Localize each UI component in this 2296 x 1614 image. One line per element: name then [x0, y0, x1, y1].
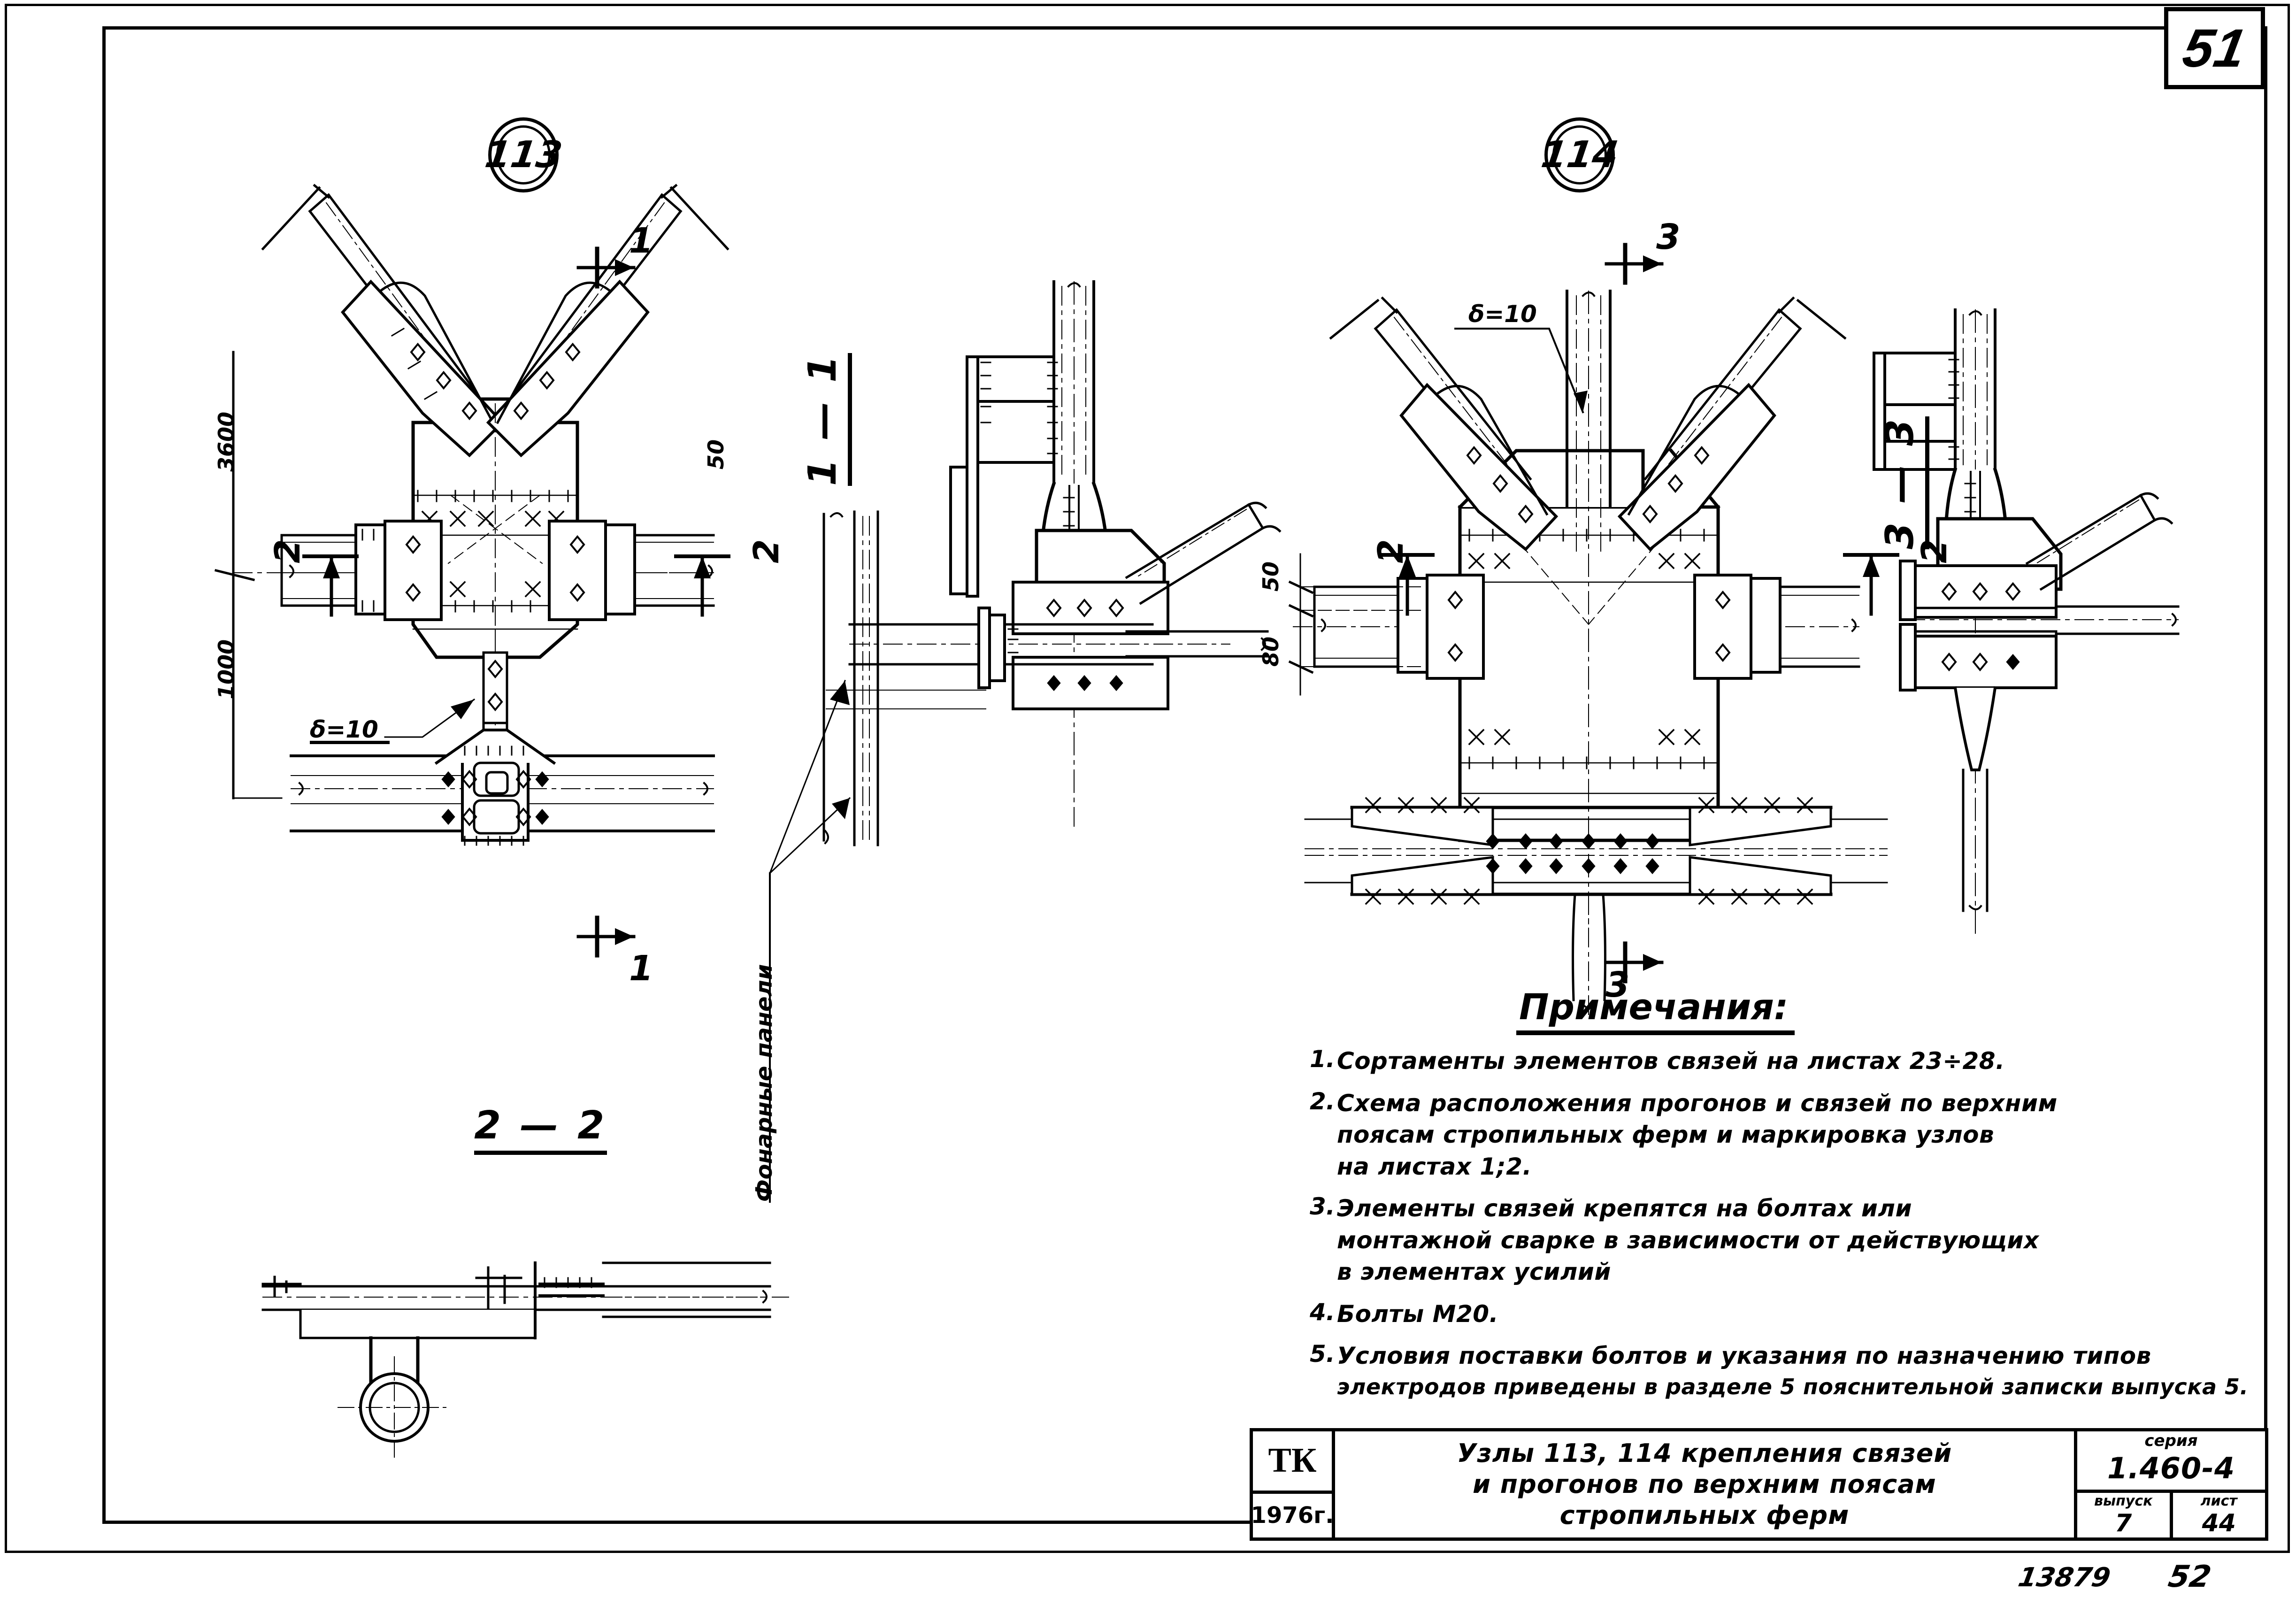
- org-code: ТК: [1253, 1431, 1332, 1494]
- node-113-drawing: [214, 184, 729, 846]
- dimension-1000: 1000: [214, 639, 239, 699]
- sheet-label: лист: [2200, 1493, 2237, 1509]
- note-line: Условия поставки болтов и указания по на…: [1337, 1342, 2151, 1369]
- dimension-50: 50: [1258, 561, 1283, 592]
- bubble-inner-ring: [1552, 125, 1607, 184]
- thickness-label-114: δ=10: [1468, 300, 1537, 328]
- note-line: поясам стропильных ферм и маркировка узл…: [1337, 1121, 1995, 1148]
- note-text: Сортаменты элементов связей на листах 23…: [1337, 1045, 2005, 1077]
- title-block-right-column: серия 1.460-4 выпуск 7 лист 44: [2077, 1431, 2265, 1537]
- note-line: в элементах усилий: [1337, 1258, 1611, 1285]
- note-text: Болты М20.: [1337, 1299, 1498, 1330]
- note-number: 1.: [1310, 1045, 1335, 1073]
- notes-block: Примечания: 1. Сортаменты элементов связ…: [1310, 986, 2258, 1401]
- bubble-inner-ring: [496, 125, 551, 184]
- note-line: Элементы связей крепятся на болтах или: [1337, 1195, 1912, 1222]
- note-line: Схема расположения прогонов и связей по …: [1337, 1089, 2058, 1117]
- note-line: на листах 1;2.: [1337, 1153, 1532, 1180]
- section-label-1-1: 1 — 1: [800, 353, 852, 486]
- node-bubble-113: 113: [482, 117, 565, 192]
- issue-label: выпуск: [2094, 1493, 2153, 1509]
- bottom-right-number: 52: [2165, 1560, 2214, 1594]
- bottom-left-number: 13879: [2016, 1562, 2113, 1593]
- series-label: серия: [2144, 1431, 2198, 1450]
- series-cell: серия 1.460-4: [2077, 1431, 2265, 1493]
- drawing-title-line: Узлы 113, 114 крепления связей: [1457, 1438, 1952, 1468]
- section-mark-2-right-114: 2: [1914, 539, 1955, 564]
- note-line: Болты М20.: [1337, 1300, 1499, 1328]
- section-mark-1-bottom: 1: [629, 948, 653, 989]
- sheet-cell: лист 44: [2173, 1493, 2265, 1537]
- year: 1976г.: [1251, 1502, 1334, 1529]
- section-mark-3-top: 3: [1656, 217, 1681, 257]
- note-number: 4.: [1310, 1298, 1335, 1326]
- dimension-80: 80: [1258, 636, 1283, 667]
- drawing-title-line: и прогонов по верхним поясам: [1473, 1469, 1936, 1499]
- section-1-1-drawing: [768, 280, 1282, 1203]
- section-arrows: [302, 243, 1899, 984]
- sheet-value: 44: [2202, 1509, 2236, 1537]
- note-text: Условия поставки болтов и указания по на…: [1337, 1340, 2249, 1401]
- note-item: 2. Схема расположения прогонов и связей …: [1310, 1088, 2258, 1183]
- node-114-drawing: [1288, 290, 1888, 1019]
- note-text: Схема расположения прогонов и связей по …: [1337, 1088, 2058, 1183]
- dimension-50-right: 50: [703, 439, 729, 469]
- note-text: Элементы связей крепятся на болтах или м…: [1337, 1193, 2039, 1288]
- note-item: 4. Болты М20.: [1310, 1299, 2258, 1330]
- note-number: 3.: [1310, 1193, 1335, 1220]
- section-mark-2-left-114: 2: [1371, 539, 1411, 564]
- issue-sheet-row: выпуск 7 лист 44: [2077, 1493, 2265, 1537]
- sheet-frame-inner: [102, 26, 2267, 1524]
- note-line: электродов приведены в разделе 5 пояснит…: [1337, 1374, 2249, 1399]
- note-line: Сортаменты элементов связей на листах 23…: [1337, 1047, 2005, 1075]
- issue-cell: выпуск 7: [2077, 1493, 2173, 1537]
- page-number-box: 51: [2164, 7, 2265, 89]
- note-item: 1. Сортаменты элементов связей на листах…: [1310, 1045, 2258, 1077]
- note-line: монтажной сварке в зависимости от действ…: [1337, 1226, 2039, 1254]
- dimension-3600: 3600: [214, 411, 239, 472]
- section-mark-3-bottom: 3: [1605, 965, 1630, 1005]
- node-bubble-114: 114: [1538, 117, 1621, 192]
- section-2-2-drawing: [261, 1261, 789, 1458]
- note-number: 5.: [1310, 1340, 1335, 1368]
- note-number: 2.: [1310, 1087, 1335, 1115]
- section-mark-2-left-113: 2: [268, 539, 308, 564]
- notes-title: Примечания:: [1516, 986, 1795, 1035]
- note-item: 5. Условия поставки болтов и указания по…: [1310, 1340, 2258, 1401]
- series-value: 1.460-4: [2107, 1451, 2235, 1485]
- thickness-leader-underline-113: [310, 741, 390, 744]
- note-item: 3. Элементы связей крепятся на болтах ил…: [1310, 1193, 2258, 1288]
- section-mark-2-right-113: 2: [746, 539, 787, 564]
- section-3-3-drawing: [1873, 308, 2180, 939]
- lantern-panels-label: Фонарные панели: [751, 964, 777, 1202]
- title-block-org-column: ТК 1976г.: [1251, 1431, 1335, 1537]
- sheet-frame-outer: [5, 4, 2290, 1553]
- thickness-label-113: δ=10: [310, 716, 378, 743]
- section-label-3-3: 3 — 3: [1878, 416, 1929, 549]
- issue-value: 7: [2115, 1509, 2132, 1537]
- section-mark-1-top: 1: [629, 221, 653, 261]
- title-block: ТК 1976г. Узлы 113, 114 крепления связей…: [1250, 1428, 2268, 1541]
- section-label-2-2: 2 — 2: [474, 1103, 607, 1155]
- drawing-title: Узлы 113, 114 крепления связей и прогоно…: [1335, 1431, 2077, 1537]
- drawing-title-line: стропильных ферм: [1559, 1500, 1850, 1530]
